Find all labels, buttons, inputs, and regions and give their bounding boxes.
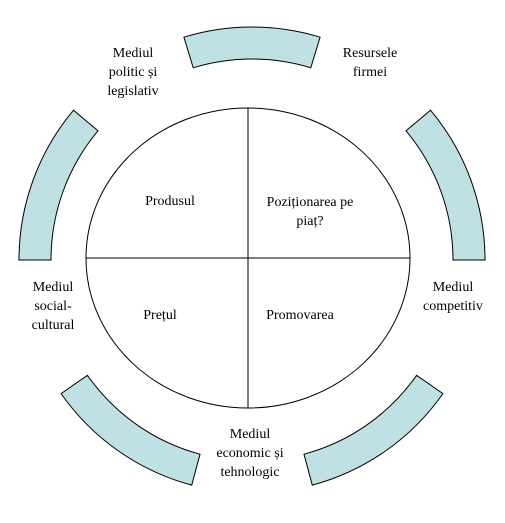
env-company-resources: Resursele firmei xyxy=(342,46,398,80)
env-social-cultural: Mediul social- cultural xyxy=(31,280,75,333)
ring-segment-right xyxy=(405,109,486,261)
quadrant-price: Prețul xyxy=(143,308,177,323)
env-political-legislative: Mediul politic și legislativ xyxy=(107,46,159,99)
environment-ring xyxy=(18,26,486,486)
quadrant-product: Produsul xyxy=(145,194,195,209)
ring-segment-bottom-left xyxy=(60,374,201,486)
ring-segment-top xyxy=(183,26,321,69)
ring-segment-left xyxy=(18,109,99,261)
env-competitive: Mediul competitiv xyxy=(423,280,483,314)
quadrant-positioning: Poziționarea pe piaț? xyxy=(266,195,354,229)
ring-segment-bottom-right xyxy=(303,374,444,486)
quadrant-promotion: Promovarea xyxy=(266,308,334,323)
env-economic-technological: Mediul economic și tehnologic xyxy=(216,427,284,480)
